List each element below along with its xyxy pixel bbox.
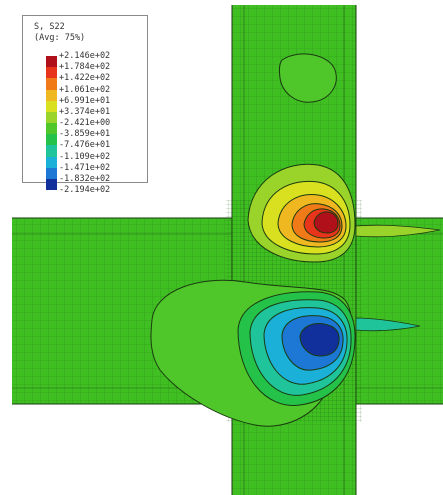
tension-hotspot [247, 163, 356, 263]
legend-subtitle: (Avg: 75%) [34, 33, 86, 43]
legend-level-label: -2.194e+02 [59, 185, 111, 195]
legend-swatch [46, 167, 57, 180]
contour-right-band [355, 224, 441, 238]
legend-level-label: +1.422e+02 [59, 73, 111, 84]
legend-swatch [46, 134, 57, 146]
legend-level-label: -1.471e+02 [59, 162, 111, 173]
legend-swatch [46, 89, 57, 102]
legend-swatch [46, 123, 57, 135]
compression-hotspot [237, 291, 356, 406]
contour-upper-blob [278, 53, 337, 103]
legend-level-label: +3.374e+01 [59, 106, 111, 117]
legend-color-bar [46, 56, 57, 191]
legend-level-label: -1.832e+02 [59, 173, 111, 184]
legend-swatch [46, 156, 57, 169]
legend-swatch [46, 78, 57, 90]
legend-level-label: -3.859e+01 [59, 129, 111, 140]
legend-level-label: +1.061e+02 [59, 84, 111, 95]
legend-title: S, S22 [34, 22, 65, 32]
legend-level-label: +2.146e+02 [59, 51, 111, 61]
legend-swatch [46, 178, 57, 191]
legend-swatch [46, 111, 57, 124]
legend-level-label: -7.476e+01 [59, 140, 111, 151]
contour-right-flare [355, 317, 421, 332]
legend-level-label: -2.421e+00 [59, 118, 111, 128]
legend-level-label: +1.784e+02 [59, 62, 111, 73]
legend-level-label: -1.109e+02 [59, 151, 111, 162]
legend-level-label: +6.991e+01 [59, 95, 111, 106]
contour-legend: S, S22 (Avg: 75%) +2.146e+02+1.784e+02+1… [22, 15, 148, 195]
legend-swatch [46, 100, 57, 113]
legend-swatch [46, 56, 57, 68]
legend-swatch [46, 145, 57, 157]
legend-swatch [46, 67, 57, 79]
